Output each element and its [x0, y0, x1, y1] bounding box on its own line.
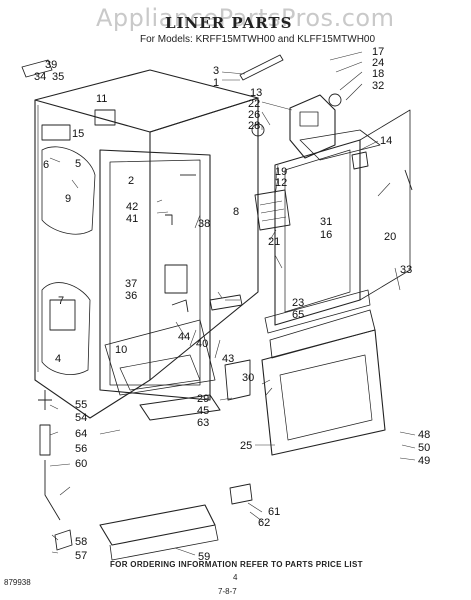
callout-62: 62	[258, 517, 270, 529]
callout-61: 61	[268, 506, 280, 518]
callout-49: 49	[418, 455, 430, 467]
callout-32: 32	[372, 80, 384, 92]
models-subtitle: For Models: KRFF15MTWH00 and KLFF15MTWH0…	[140, 34, 376, 45]
callout-1: 1	[213, 77, 219, 89]
callout-29: 29	[197, 393, 209, 405]
callout-57: 57	[75, 550, 87, 562]
callout-39: 39	[45, 59, 57, 71]
callout-22: 22	[248, 98, 260, 110]
callout-20: 20	[384, 231, 396, 243]
liner-cabinet	[34, 69, 259, 419]
page-title: LINER PARTS	[165, 14, 293, 32]
callout-11: 11	[96, 93, 107, 105]
callout-9: 9	[65, 193, 71, 205]
callout-65: 65	[292, 309, 304, 321]
document-code: 879938	[4, 578, 31, 587]
callout-35: 35	[52, 71, 64, 83]
callout-13: 13	[250, 87, 262, 99]
callout-10: 10	[115, 344, 127, 356]
callout-18: 18	[372, 68, 384, 80]
callout-42: 42	[126, 201, 138, 213]
callout-19: 19	[275, 166, 287, 178]
crisper-cover	[261, 289, 386, 456]
callout-7: 7	[58, 295, 64, 307]
shelf-rails	[99, 394, 221, 561]
callout-30: 30	[242, 372, 254, 384]
callout-64: 64	[75, 428, 87, 440]
callout-8: 8	[233, 206, 239, 218]
callout-50: 50	[418, 442, 430, 454]
callout-48: 48	[418, 429, 430, 441]
page-number: 4	[233, 573, 238, 582]
ordering-note: FOR ORDERING INFORMATION REFER TO PARTS …	[110, 560, 363, 569]
callout-38: 38	[198, 218, 210, 230]
date-mark: 7-8-7	[218, 587, 237, 596]
callout-44: 44	[178, 331, 190, 343]
callout-58: 58	[75, 536, 87, 548]
callout-2: 2	[128, 175, 134, 187]
callout-45: 45	[197, 405, 209, 417]
watermark: AppliancePartsPros.com	[96, 4, 395, 32]
callout-59: 59	[198, 551, 210, 563]
callout-15: 15	[72, 128, 84, 140]
callout-43: 43	[222, 353, 234, 365]
callout-3: 3	[213, 65, 219, 77]
callout-56: 56	[75, 443, 87, 455]
callout-16: 16	[320, 229, 332, 241]
callout-26: 26	[248, 109, 260, 121]
callout-5: 5	[75, 158, 81, 170]
callout-34: 34	[34, 71, 46, 83]
callout-24: 24	[372, 57, 384, 69]
callout-12: 12	[275, 177, 287, 189]
callout-25: 25	[240, 440, 252, 452]
callout-60: 60	[75, 458, 87, 470]
callout-41: 41	[126, 213, 138, 225]
small-parts	[21, 54, 413, 551]
leader-lines	[49, 51, 416, 556]
callout-17: 17	[372, 46, 384, 58]
callout-31: 31	[320, 216, 332, 228]
callout-40: 40	[196, 338, 208, 350]
callout-54: 54	[75, 412, 87, 424]
callout-36: 36	[125, 290, 137, 302]
callout-23: 23	[292, 297, 304, 309]
evaporator-cover	[274, 109, 411, 326]
callout-4: 4	[55, 353, 61, 365]
callout-6: 6	[43, 159, 49, 171]
callout-63: 63	[197, 417, 209, 429]
callout-55: 55	[75, 399, 87, 411]
callout-37: 37	[125, 278, 137, 290]
callout-21: 21	[268, 236, 280, 248]
control-housing	[289, 94, 336, 159]
callout-numbers: 39 34 35 3 1 11 13 17 24 18 32 22 26 28 …	[34, 46, 430, 563]
callout-28: 28	[248, 120, 260, 132]
callout-33: 33	[400, 264, 412, 276]
callout-14: 14	[380, 135, 392, 147]
